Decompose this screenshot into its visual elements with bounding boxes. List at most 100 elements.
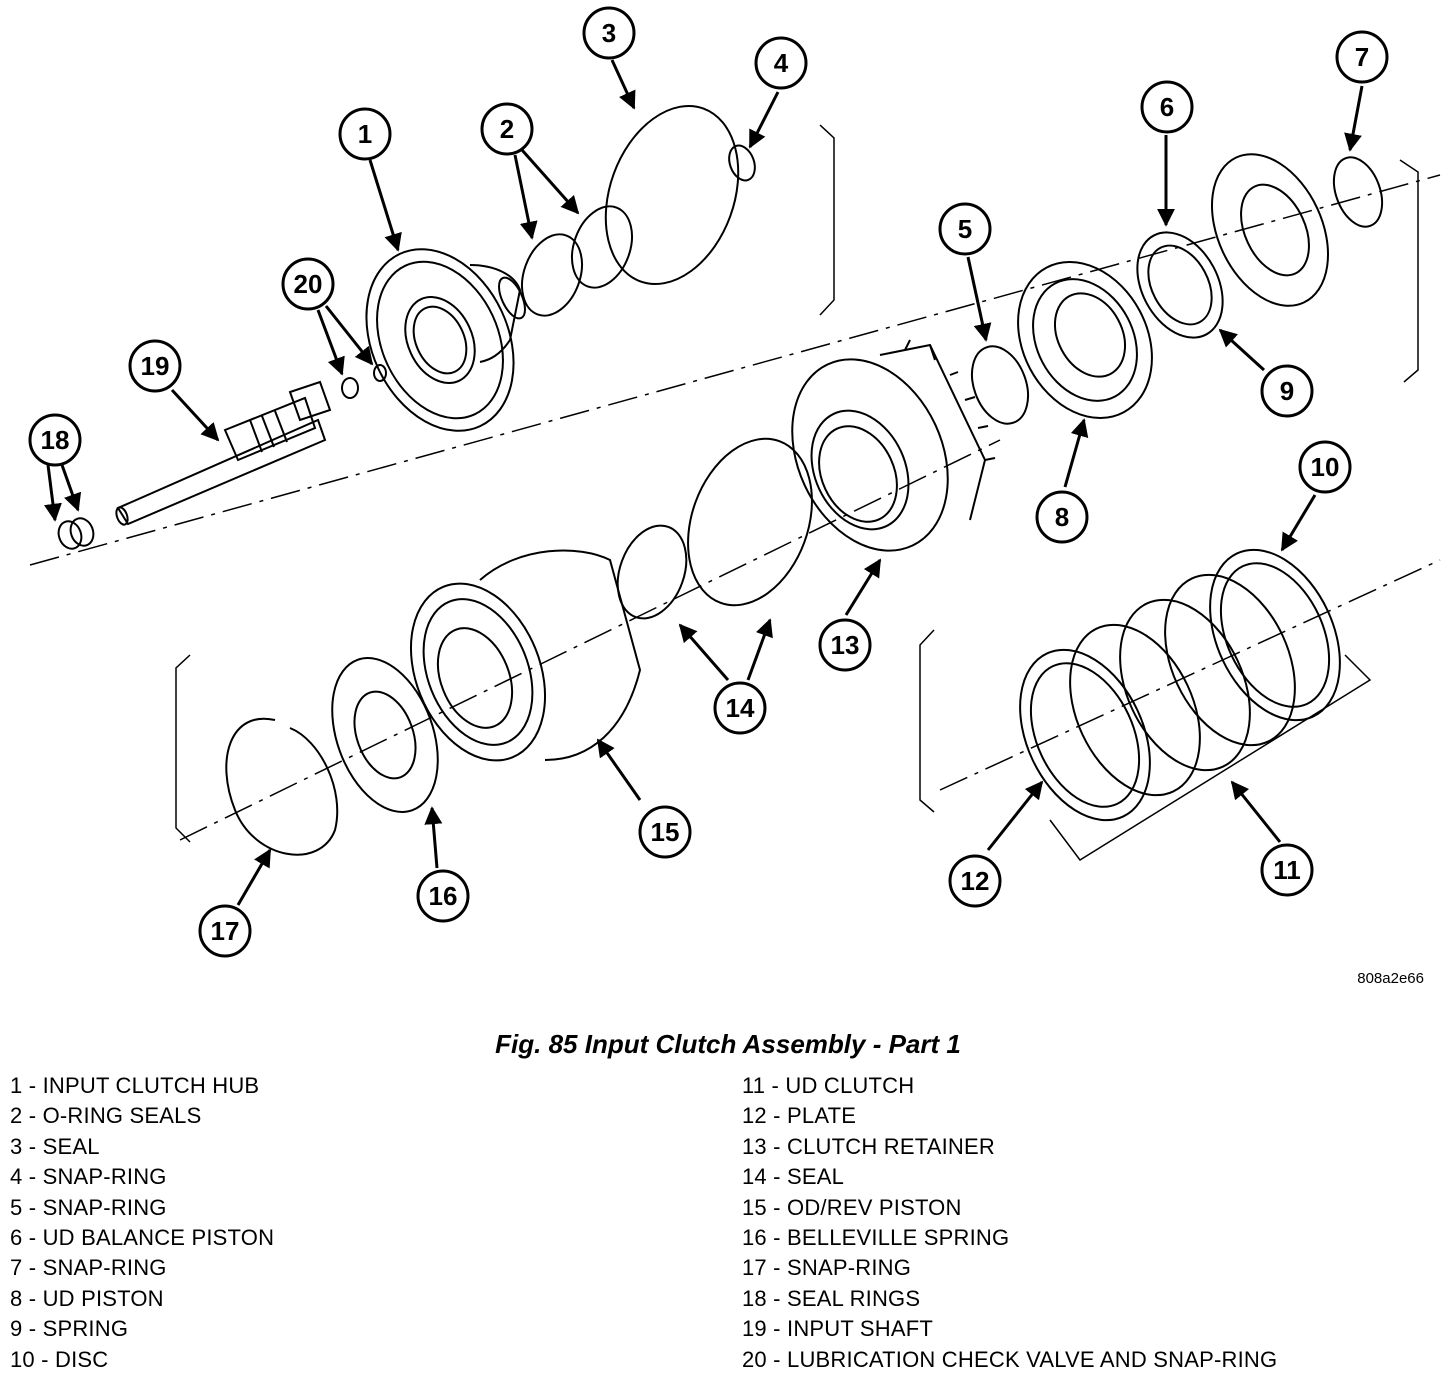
seal-part bbox=[604, 104, 740, 286]
ud-balance-piston-part bbox=[1136, 231, 1224, 339]
callout-number: 4 bbox=[774, 48, 789, 78]
input-shaft-part bbox=[115, 380, 332, 526]
legend-item: 2 - O-RING SEALS bbox=[10, 1103, 202, 1129]
callout-circle bbox=[1035, 490, 1089, 544]
callout-1: 1 bbox=[338, 107, 392, 161]
callout-9: 9 bbox=[1260, 364, 1314, 418]
callout-6: 6 bbox=[1140, 80, 1194, 134]
callout-circle bbox=[713, 681, 767, 735]
callout-8: 8 bbox=[1035, 490, 1089, 544]
legend-item: 13 - CLUTCH RETAINER bbox=[742, 1133, 995, 1159]
callout-20: 20 bbox=[281, 257, 335, 311]
callout-circle bbox=[582, 6, 636, 60]
axis-line-upper bbox=[29, 174, 1441, 566]
legend-left-column: 1 - INPUT CLUTCH HUB 2 - O-RING SEALS 3 … bbox=[10, 1071, 274, 1375]
leader-20b bbox=[324, 305, 374, 366]
callout-5: 5 bbox=[938, 202, 992, 256]
leader-10 bbox=[1280, 494, 1317, 552]
leader-9 bbox=[1218, 328, 1266, 372]
callout-16: 16 bbox=[416, 869, 470, 923]
callout-circle bbox=[1260, 843, 1314, 897]
image-code: 808a2e66 bbox=[1357, 970, 1424, 987]
check-valve-part bbox=[341, 364, 387, 399]
callout-circle bbox=[338, 107, 392, 161]
leader-1 bbox=[368, 159, 402, 252]
leader-14a bbox=[678, 623, 730, 681]
callout-number: 3 bbox=[602, 18, 616, 48]
legend-item: 1 - INPUT CLUTCH HUB bbox=[10, 1073, 260, 1098]
bracket-frame-upper bbox=[819, 124, 835, 316]
legend-item: 19 - INPUT SHAFT bbox=[742, 1316, 934, 1342]
belleville-spring-part bbox=[331, 657, 439, 813]
callout-number: 20 bbox=[294, 269, 323, 299]
callout-14: 14 bbox=[713, 681, 767, 735]
leader-11 bbox=[1230, 780, 1282, 843]
legend-item: 5 - SNAP-RING bbox=[10, 1194, 167, 1220]
legend-item: 4 - SNAP-RING bbox=[10, 1164, 167, 1190]
callout-11: 11 bbox=[1260, 843, 1314, 897]
callout-number: 19 bbox=[141, 351, 170, 381]
callout-number: 15 bbox=[651, 817, 680, 847]
ud-clutch-pack-part bbox=[1019, 548, 1341, 822]
legend-item: 11 - UD CLUTCH bbox=[742, 1073, 915, 1098]
callout-15: 15 bbox=[638, 805, 692, 859]
callout-17: 17 bbox=[198, 904, 252, 958]
callout-number: 10 bbox=[1311, 452, 1340, 482]
bracket-frame-middle bbox=[175, 654, 191, 843]
callout-number: 16 bbox=[429, 881, 458, 911]
callout-circle bbox=[1298, 440, 1352, 494]
callout-3: 3 bbox=[582, 6, 636, 60]
callout-7: 7 bbox=[1335, 30, 1389, 84]
callout-circle bbox=[28, 413, 82, 467]
legend-right-column: 11 - UD CLUTCH 12 - PLATE 13 - CLUTCH RE… bbox=[742, 1071, 1277, 1375]
snap-ring-7-part bbox=[1332, 156, 1384, 228]
callout-number: 14 bbox=[726, 693, 755, 723]
callout-number: 6 bbox=[1160, 92, 1174, 122]
callout-circle bbox=[948, 854, 1002, 908]
legend-item: 20 - LUBRICATION CHECK VALVE AND SNAP-RI… bbox=[742, 1346, 1278, 1372]
leader-2a bbox=[513, 154, 538, 240]
callout-number: 1 bbox=[358, 119, 372, 149]
leader-12 bbox=[986, 780, 1044, 851]
legend-item: 16 - BELLEVILLE SPRING bbox=[742, 1224, 1010, 1250]
callout-circle bbox=[638, 805, 692, 859]
callout-19: 19 bbox=[128, 339, 182, 393]
callout-circle bbox=[416, 869, 470, 923]
leader-8 bbox=[1063, 418, 1089, 488]
snap-ring-17-part bbox=[225, 717, 339, 856]
seal-rings-part bbox=[57, 517, 95, 550]
leader-17 bbox=[236, 848, 272, 906]
leader-7 bbox=[1344, 85, 1364, 152]
callout-circle bbox=[198, 904, 252, 958]
input-clutch-hub-part bbox=[365, 248, 526, 432]
callout-number: 5 bbox=[958, 214, 972, 244]
legend-item: 9 - SPRING bbox=[10, 1316, 129, 1342]
callout-number: 13 bbox=[831, 630, 860, 660]
seal-14-part bbox=[616, 437, 813, 620]
leader-4 bbox=[748, 91, 780, 149]
bracket-frame-upper-right bbox=[1399, 159, 1419, 383]
leader-3 bbox=[610, 59, 636, 110]
callout-2: 2 bbox=[480, 102, 534, 156]
callout-4: 4 bbox=[754, 36, 808, 90]
callout-circle bbox=[938, 202, 992, 256]
figure-caption: Fig. 85 Input Clutch Assembly - Part 1 bbox=[495, 1029, 961, 1059]
bracket-ud-clutch bbox=[1049, 654, 1372, 861]
callout-13: 13 bbox=[818, 618, 872, 672]
legend-item: 3 - SEAL bbox=[10, 1133, 100, 1159]
clutch-retainer-part bbox=[791, 339, 996, 552]
legend-item: 12 - PLATE bbox=[742, 1103, 857, 1129]
leader-18b bbox=[60, 464, 82, 512]
legend-item: 15 - OD/REV PISTON bbox=[742, 1194, 962, 1220]
callout-number: 11 bbox=[1273, 855, 1301, 885]
od-rev-piston-part bbox=[409, 549, 642, 762]
callout-number: 7 bbox=[1355, 42, 1369, 72]
leader-5 bbox=[966, 256, 992, 342]
callout-10: 10 bbox=[1298, 440, 1352, 494]
legend-item: 17 - SNAP-RING bbox=[742, 1255, 912, 1281]
axis-line-lower bbox=[939, 559, 1441, 791]
callout-circle bbox=[128, 339, 182, 393]
callout-circle bbox=[754, 36, 808, 90]
legend-item: 18 - SEAL RINGS bbox=[742, 1285, 921, 1311]
